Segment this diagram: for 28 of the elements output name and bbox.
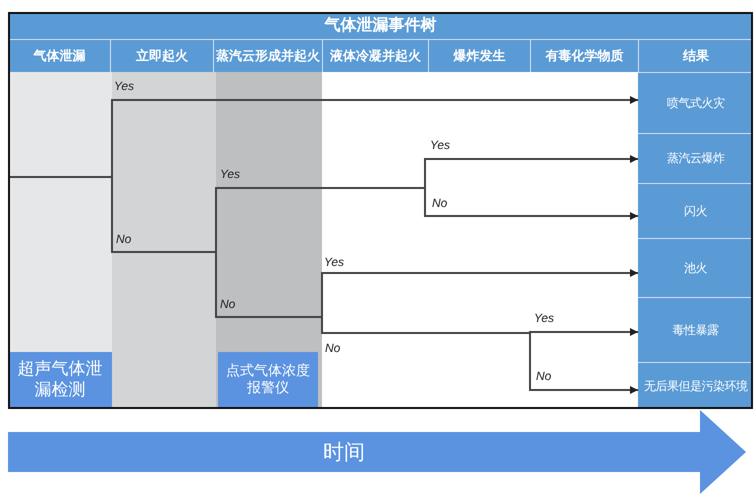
branch-label: Yes [220,167,240,181]
branch-label: No [432,196,448,210]
branch-label: No [536,369,552,383]
column-header: 爆炸发生 [428,40,530,72]
arrow-label: 时间 [323,439,365,466]
outcome-box: 闪火 [638,183,753,238]
column-header: 立即起火 [110,40,213,72]
outcome-box: 池火 [638,238,753,297]
branch-label: Yes [430,138,450,152]
title-bar: 气体泄漏事件树 [8,12,753,40]
branch-label: No [325,341,340,355]
detector-box: 超声气体泄漏检测 [8,352,112,408]
column-header: 液体冷凝并起火 [322,40,428,72]
column-header: 蒸汽云形成并起火 [213,40,322,72]
column-header: 结果 [638,40,753,72]
branch-label: Yes [324,255,344,269]
column-header: 有毒化学物质 [530,40,638,72]
branch-label: No [116,232,132,246]
branch-label: Yes [534,311,554,325]
outcome-box: 喷气式火灾 [638,72,753,133]
column-header: 气体泄漏 [8,40,110,72]
time-arrow [8,410,746,494]
outcome-box: 蒸汽云爆炸 [638,133,753,183]
branch-label: Yes [114,79,134,93]
branch-label: No [220,297,236,311]
outcome-box: 无后果但是污染环境 [638,362,753,409]
outcome-box: 毒性暴露 [638,297,753,362]
detector-box: 点式气体浓度报警仪 [218,352,318,408]
